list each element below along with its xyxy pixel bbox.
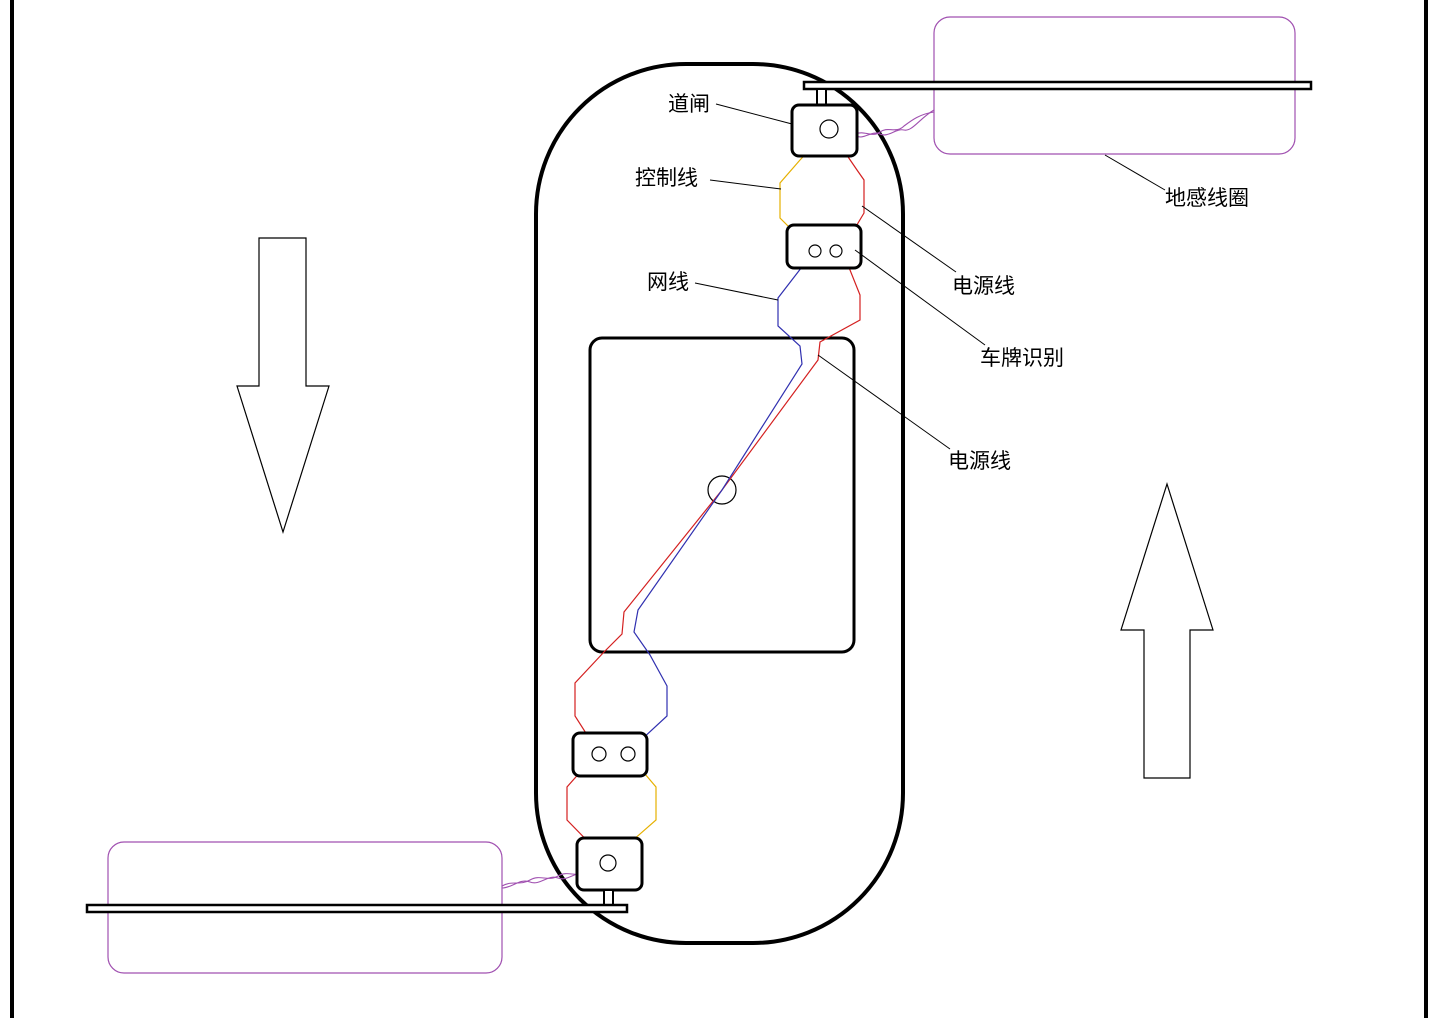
leader-line <box>1104 154 1166 191</box>
arrow-down-icon <box>236 237 330 534</box>
label-plate-recognition: 车牌识别 <box>980 346 1064 370</box>
label-control-wire: 控制线 <box>635 166 698 190</box>
barrier-arm-mount-top <box>816 88 827 106</box>
barrier-arm-bottom <box>85 903 629 914</box>
leader-line <box>817 354 951 450</box>
arrow-up-icon <box>1120 482 1214 779</box>
barrier-arm-mount-bottom <box>603 889 614 907</box>
barrier-gate-port <box>599 854 617 872</box>
junction-box <box>707 475 737 505</box>
label-network-wire: 网线 <box>647 270 689 294</box>
plate-camera-top <box>785 223 863 270</box>
barrier-gate-top <box>790 103 859 158</box>
leader-line <box>861 205 957 273</box>
barrier-arm-top <box>802 80 1313 91</box>
camera-port <box>808 244 822 258</box>
barrier-gate-port <box>819 119 839 139</box>
leader-line <box>715 103 793 125</box>
barrier-gate-bottom <box>575 836 644 892</box>
camera-port <box>591 746 607 762</box>
network-wire <box>627 249 816 753</box>
leader-line <box>709 179 782 190</box>
central-island <box>534 62 905 945</box>
leader-line <box>694 282 779 301</box>
label-loop-coil: 地感线圈 <box>1165 186 1249 210</box>
label-barrier-gate: 道闸 <box>668 92 710 116</box>
camera-port <box>829 244 843 258</box>
label-power-wire-booth: 电源线 <box>948 449 1011 473</box>
guard-booth <box>588 336 856 654</box>
plate-camera-bottom <box>571 731 649 778</box>
camera-port <box>620 746 636 762</box>
label-power-wire-top: 电源线 <box>952 274 1015 298</box>
leader-line <box>854 249 986 346</box>
